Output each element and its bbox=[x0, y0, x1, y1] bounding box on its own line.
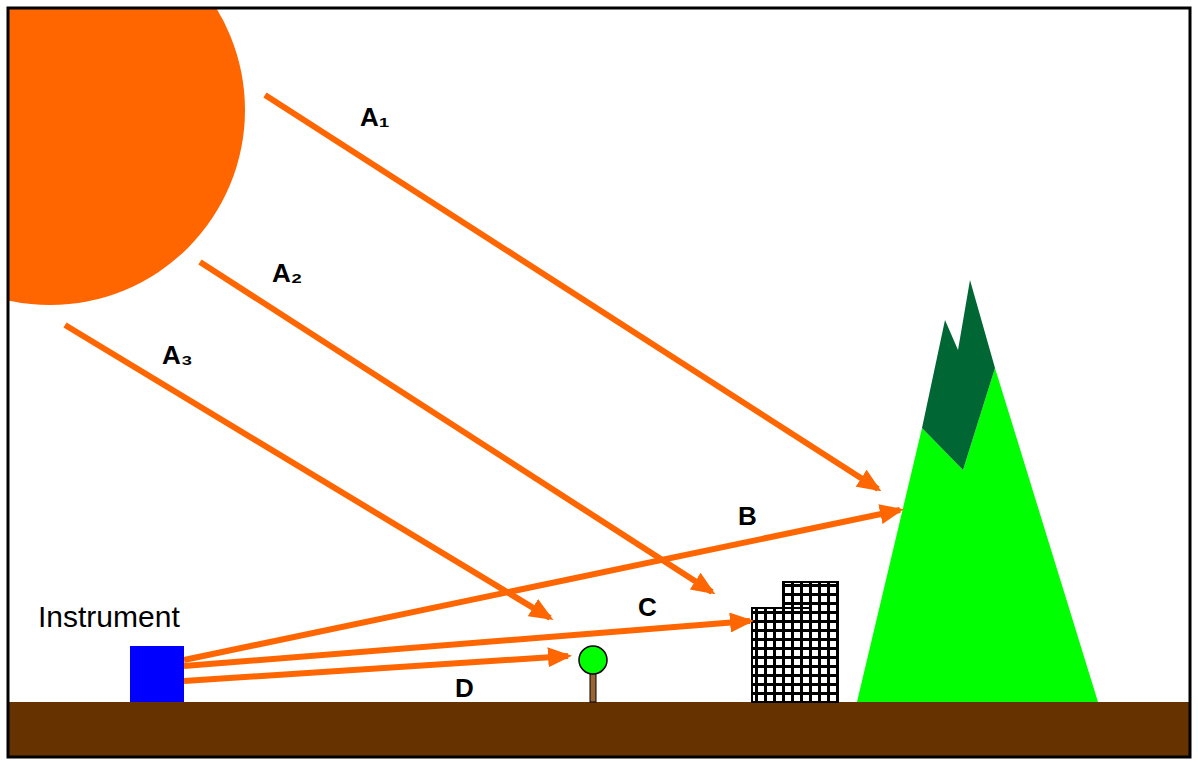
ray-label: C bbox=[636, 594, 659, 620]
ray-label: A₁ bbox=[358, 104, 392, 130]
ground bbox=[9, 702, 1189, 756]
instrument-box bbox=[130, 646, 184, 702]
building-front bbox=[752, 608, 810, 702]
instrument-node: Instrument bbox=[38, 600, 184, 702]
ray-a3 bbox=[65, 325, 550, 618]
ray-c bbox=[184, 621, 750, 666]
mountain-peak bbox=[922, 280, 995, 470]
ray-d bbox=[184, 656, 568, 681]
sun bbox=[9, 9, 245, 305]
instrument-label: Instrument bbox=[38, 600, 184, 633]
tree-crown bbox=[579, 646, 607, 674]
ray-label: A₃ bbox=[160, 342, 195, 368]
ray-a2 bbox=[200, 262, 712, 592]
tree-trunk bbox=[590, 672, 596, 702]
frame bbox=[8, 8, 1190, 757]
ray-label: B bbox=[736, 503, 759, 529]
ray-label: A₂ bbox=[270, 260, 304, 286]
ray-label: D bbox=[453, 675, 476, 701]
ray-a1 bbox=[265, 95, 878, 489]
